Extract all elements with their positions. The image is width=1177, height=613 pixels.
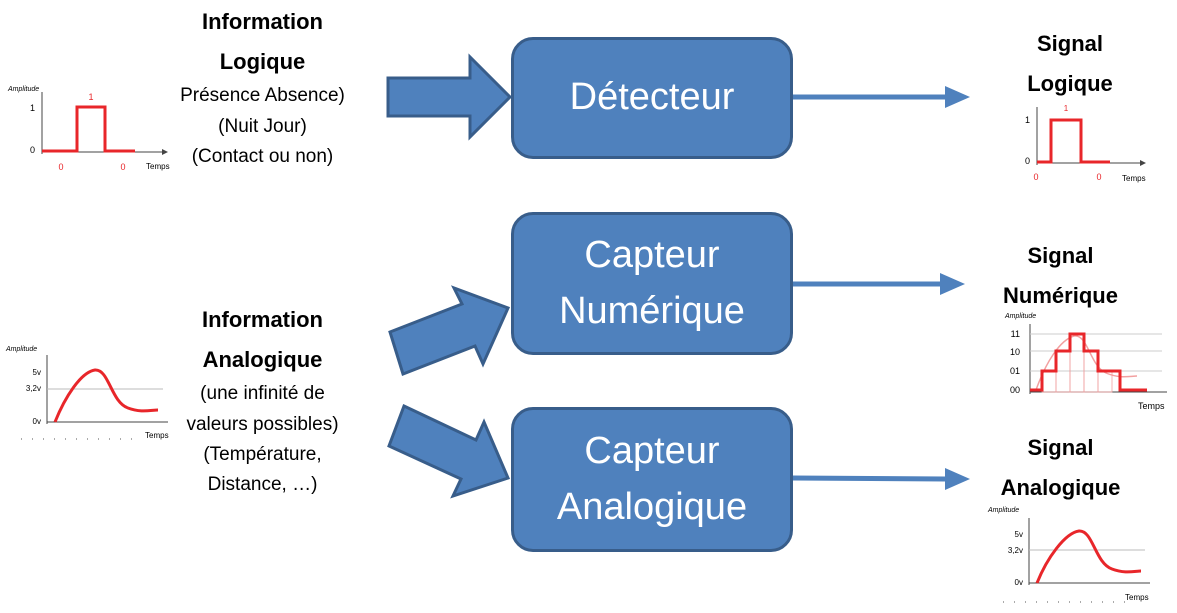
y-label-3v2: 3,2v [1008,546,1023,555]
detecteur-box: Détecteur [511,37,793,159]
signal-numerique-line1: Signal [1027,243,1094,268]
signal-logique-line2: Logique [1027,70,1113,96]
x-label-0b: 0 [1096,172,1101,182]
graph-analog-output: Amplitude 5v 3,2v 0v Temps [987,507,1150,603]
signal-analogique-line1: Signal [1027,435,1094,460]
graph-analog-input: Amplitude 5v 3,2v 0v Temps [5,346,169,440]
y-label-5v: 5v [33,368,41,377]
y-label-1: 1 [30,103,35,113]
graph-numerique-output: Amplitude 11 10 01 00 Temps [1004,313,1167,411]
top-label: 1 [1064,104,1069,113]
signal-numerique-line2: Numérique [1003,282,1118,308]
info-analogique-detail-3: (Température, [203,443,322,465]
arrow-detecteur-out [945,86,970,108]
amplitude-label: Amplitude [7,86,39,93]
x-label-0a: 0 [1033,172,1038,182]
y-label-00: 00 [1010,385,1020,395]
x-label-0a: 0 [58,162,63,172]
info-analogique-detail-2: valeurs possibles) [186,413,339,435]
capteur-numerique-box: Capteur Numérique [511,212,793,355]
block-arrow-analog-to-analogique [387,403,511,499]
info-logique-detail-2: (Nuit Jour) [218,115,307,137]
info-logique-title-2: Logique [219,48,306,74]
amplitude-label: Amplitude [5,346,37,353]
temps-label: Temps [1138,401,1165,411]
info-analogique-title-2: Analogique [202,346,323,372]
temps-label: Temps [145,431,169,440]
info-logique-title-1: Information [202,9,323,34]
info-logique-block: Information Logique Présence Absence) (N… [170,2,355,172]
info-logique-detail-1: Présence Absence) [180,85,345,107]
temps-label: Temps [146,162,170,171]
capteur-numerique-line1: Capteur [584,234,720,277]
capteur-analogique-box: Capteur Analogique [511,407,793,552]
top-label: 1 [88,92,93,102]
y-label-11: 11 [1011,329,1020,339]
arrow-numerique-out [940,273,965,295]
x-label-0b: 0 [120,162,125,172]
capteur-numerique-line2: Numérique [559,289,745,332]
temps-label: Temps [1125,593,1149,602]
amplitude-label: Amplitude [1004,313,1036,320]
y-label-0: 0 [30,145,35,155]
signal-logique-line1: Signal [1036,31,1103,56]
amplitude-label: Amplitude [987,507,1019,514]
signal-analogique-line2: Analogique [1000,474,1121,500]
info-logique-detail-3: (Contact ou non) [191,145,334,167]
y-label-10: 10 [1010,347,1020,357]
info-analogique-detail-4: Distance, …) [207,474,318,496]
y-label-0: 0 [1025,156,1030,166]
block-arrow-logique [386,53,513,141]
signal-analogique-title: Signal Analogique [983,428,1138,507]
info-analogique-block: Information Analogique (une infinité de … [165,300,360,501]
info-analogique-title-1: Information [202,307,323,332]
block-arrow-analog-to-numerique [388,285,511,376]
capteur-analogique-line2: Analogique [556,485,748,528]
graph-logique-output: 1 0 1 0 0 Temps [1025,104,1146,183]
graph-logique-input: Amplitude 1 0 1 0 0 Temps [7,86,170,172]
signal-logique-title: Signal Logique [1000,24,1140,103]
y-label-5v: 5v [1015,530,1023,539]
temps-label: Temps [1122,174,1146,183]
y-label-01: 01 [1010,366,1020,376]
info-analogique-detail-1: (une infinité de [200,383,325,405]
arrow-analogique-out [945,468,970,490]
capteur-analogique-line1: Capteur [584,430,720,473]
y-label-1: 1 [1025,115,1030,125]
y-label-0v: 0v [33,417,41,426]
signal-numerique-title: Signal Numérique [983,236,1138,315]
y-label-3v2: 3,2v [26,384,41,393]
y-label-0v: 0v [1015,578,1023,587]
detecteur-label: Détecteur [569,76,735,119]
